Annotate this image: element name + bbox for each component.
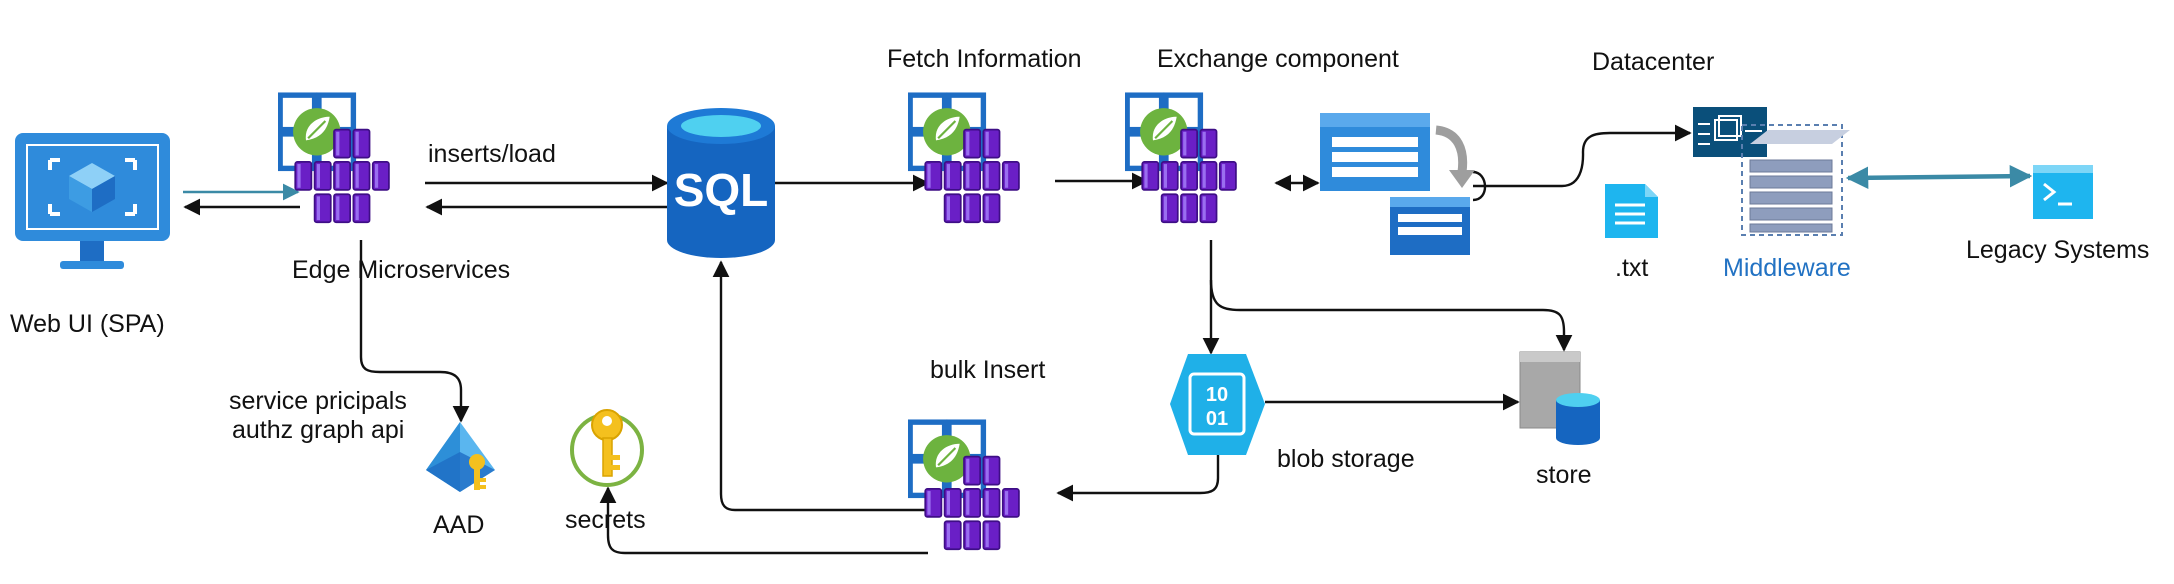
text-file-icon <box>1605 184 1658 238</box>
edge-microservices-node: Edge Microservices <box>280 95 510 284</box>
edge-queue-to-datacenter <box>1472 133 1690 202</box>
edge-bulk-to-sql <box>712 260 928 512</box>
blob-storage-label: blob storage <box>1277 445 1415 473</box>
edge-middleware-legacy <box>1845 164 2033 190</box>
terminal-icon <box>2033 165 2093 219</box>
middleware-label: Middleware <box>1723 254 1851 282</box>
microservices-icon <box>910 95 1019 222</box>
server-rack-icon <box>1741 124 1850 236</box>
sql-text: SQL <box>674 164 769 216</box>
edge-microservices-label: Edge Microservices <box>292 256 510 284</box>
edge-bulk-to-secrets <box>599 486 928 555</box>
sql-node: SQL <box>667 108 775 258</box>
txt-label: .txt <box>1615 254 1648 282</box>
exchange-component-label: Exchange component <box>1157 45 1399 73</box>
sql-database-icon: SQL <box>667 108 775 258</box>
microservices-icon <box>1127 95 1236 222</box>
fetch-information-label: Fetch Information <box>887 45 1082 73</box>
secrets-node: secrets <box>565 409 646 534</box>
edge-exchange-to-store <box>1209 279 1573 352</box>
edges <box>183 133 2033 555</box>
legacy-systems-label: Legacy Systems <box>1966 236 2149 264</box>
blob-icon-text-1: 10 <box>1206 384 1228 406</box>
fetch-information-node: Fetch Information <box>887 45 1082 222</box>
edge-edge-to-aad <box>359 240 470 423</box>
microservices-icon <box>910 422 1019 549</box>
bulk-insert-label: bulk Insert <box>930 356 1045 384</box>
middleware-node: Middleware <box>1723 124 1851 282</box>
inserts-load-label: inserts/load <box>428 140 556 168</box>
datacenter-label: Datacenter <box>1592 48 1714 76</box>
blob-icon-text-2: 01 <box>1206 408 1228 430</box>
key-vault-icon <box>570 409 644 487</box>
queue-icon <box>1320 113 1475 255</box>
secrets-label: secrets <box>565 506 646 534</box>
aad-icon <box>426 422 495 492</box>
storage-icon <box>1519 351 1600 445</box>
microservices-icon <box>280 95 389 222</box>
legacy-systems-node: Legacy Systems <box>1966 165 2149 264</box>
aad-node: service pricipals authz graph api AAD <box>229 387 495 539</box>
authz-graph-api-label: authz graph api <box>232 416 404 444</box>
service-principals-label: service pricipals <box>229 387 407 415</box>
blob-storage-node: 10 01 blob storage <box>1170 354 1415 473</box>
datacenter-gateway-icon <box>1693 107 1767 157</box>
edge-blob-to-bulk <box>1056 455 1220 502</box>
blob-storage-icon: 10 01 <box>1170 354 1265 455</box>
txt-node: .txt <box>1605 184 1658 282</box>
exchange-component-node: Exchange component <box>1127 45 1399 222</box>
bulk-insert-node: bulk Insert <box>910 356 1045 549</box>
web-ui-node: Web UI (SPA) <box>10 133 170 338</box>
aad-label: AAD <box>433 511 484 539</box>
web-ui-label: Web UI (SPA) <box>10 310 165 338</box>
monitor-icon <box>15 133 170 269</box>
store-label: store <box>1536 461 1592 489</box>
store-node: store <box>1519 351 1600 489</box>
